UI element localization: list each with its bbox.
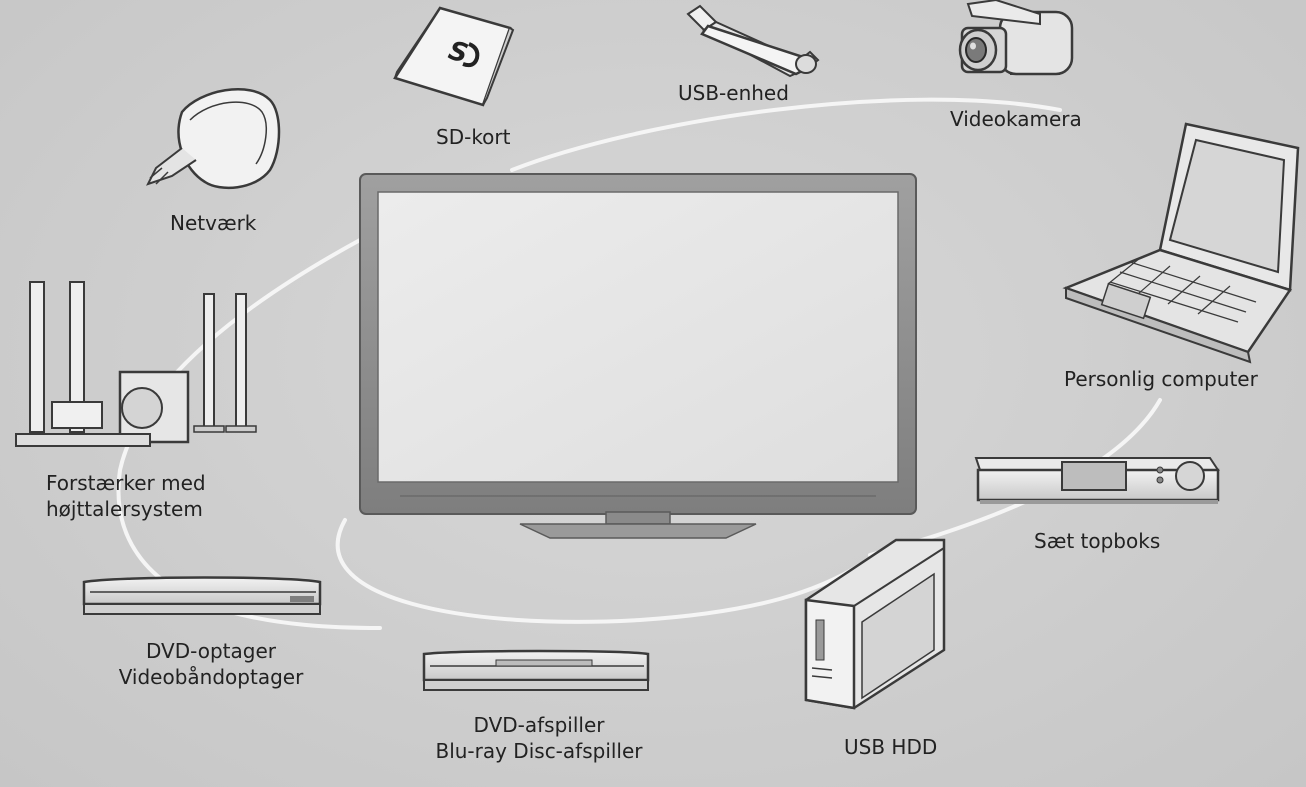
label-dvd-player: DVD-afspiller Blu-ray Disc-afspiller <box>416 712 662 764</box>
label-sd-card: SD-kort <box>436 125 511 149</box>
label-dvd-recorder-line-2: Videobåndoptager <box>118 665 304 689</box>
dvd-recorder-icon <box>82 576 322 615</box>
label-usb-hdd: USB HDD <box>844 735 938 759</box>
television-icon <box>359 173 917 539</box>
label-dvd-player-line-2: Blu-ray Disc-afspiller <box>435 739 643 763</box>
usb-drive-icon <box>686 4 820 78</box>
label-amplifier: Forstærker med højttalersystem <box>46 470 206 522</box>
label-set-top-box: Sæt topboks <box>1034 529 1161 553</box>
dvd-player-icon <box>422 649 650 691</box>
label-camcorder: Videokamera <box>950 107 1082 131</box>
set-top-box-icon <box>974 457 1220 504</box>
label-dvd-recorder-line-1: DVD-optager <box>146 639 276 663</box>
external-hdd-icon <box>804 538 946 710</box>
speaker-system-icon <box>15 281 257 447</box>
wireless-adapter-icon <box>146 87 281 190</box>
label-dvd-player-line-1: DVD-afspiller <box>473 713 605 737</box>
camcorder-icon <box>958 0 1074 76</box>
sd-card-icon: S <box>393 6 515 107</box>
label-network: Netværk <box>170 211 257 235</box>
label-laptop: Personlig computer <box>1064 367 1258 391</box>
label-dvd-recorder: DVD-optager Videobåndoptager <box>116 638 306 690</box>
laptop-icon <box>1062 122 1300 364</box>
label-amplifier-line-1: Forstærker med <box>46 471 206 495</box>
label-usb-drive: USB-enhed <box>678 81 789 105</box>
label-amplifier-line-2: højttalersystem <box>46 497 203 521</box>
